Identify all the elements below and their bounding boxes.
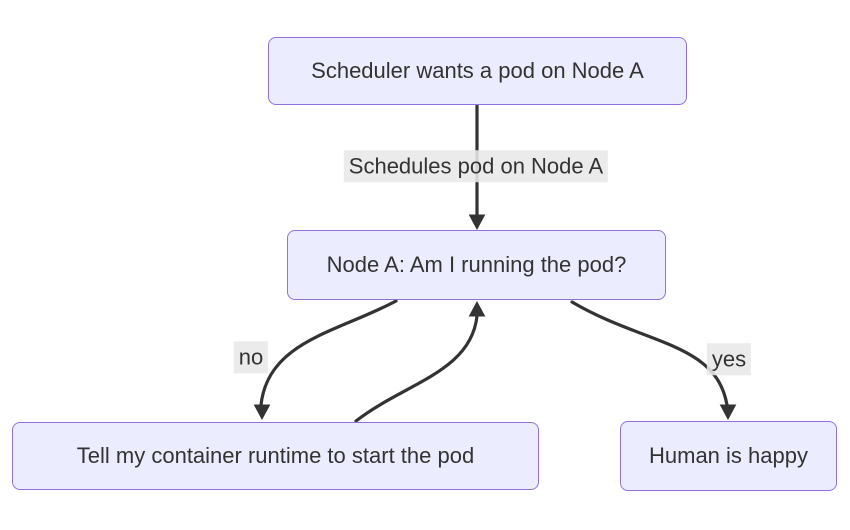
node-node-a: Node A: Am I running the pod?: [287, 230, 666, 300]
arrowhead-into-node-a-bottom: [468, 300, 486, 317]
edge-node-a-to-runtime: [259, 299, 398, 407]
node-runtime: Tell my container runtime to start the p…: [12, 422, 539, 490]
edge-label-yes: yes: [706, 343, 752, 375]
node-scheduler: Scheduler wants a pod on Node A: [268, 37, 687, 105]
edge-runtime-to-node-a: [354, 314, 479, 423]
edge-label-schedules: Schedules pod on Node A: [343, 150, 609, 182]
arrowhead-into-node-a-top: [468, 214, 486, 231]
arrowhead-into-human-top: [719, 404, 737, 421]
arrowhead-into-runtime-top: [253, 404, 271, 421]
node-human: Human is happy: [620, 421, 837, 491]
edge-label-no: no: [233, 341, 269, 373]
node-runtime-label: Tell my container runtime to start the p…: [76, 442, 475, 468]
node-node-a-label: Node A: Am I running the pod?: [326, 251, 627, 277]
node-scheduler-label: Scheduler wants a pod on Node A: [311, 57, 644, 83]
node-human-label: Human is happy: [649, 442, 808, 468]
edge-node-a-to-human: [570, 300, 729, 407]
